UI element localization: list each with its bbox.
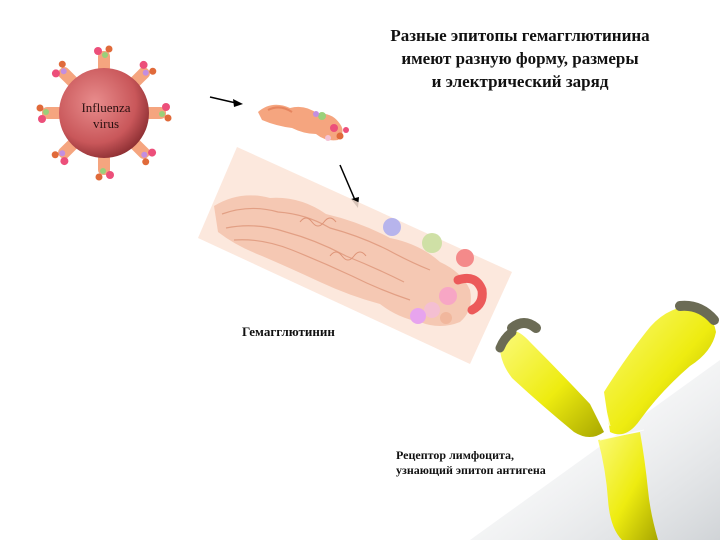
hemagglutinin-small xyxy=(258,104,349,141)
lymphocyte-receptor xyxy=(495,300,719,540)
hemagglutinin-detail xyxy=(198,147,512,364)
receptor-label-line: Рецептор лимфоцита, xyxy=(396,448,515,462)
slide-title: Разные эпитопы гемагглютинина имеют разн… xyxy=(340,24,700,93)
receptor-label-line: узнающий эпитоп антигена xyxy=(396,463,546,477)
hemagglutinin-label: Гемагглютинин xyxy=(242,324,335,339)
title-line: Разные эпитопы гемагглютинина xyxy=(390,26,650,45)
arrow-virus-to-protein xyxy=(209,96,243,107)
title-line: и электрический заряд xyxy=(431,72,609,91)
virus-particle xyxy=(59,68,149,158)
title-line: имеют разную форму, размеры xyxy=(401,49,639,68)
receptor-label: Рецептор лимфоцита, узнающий эпитоп анти… xyxy=(396,448,546,478)
virus-label: Influenza virus xyxy=(60,100,152,132)
background-shade xyxy=(470,360,720,540)
virus-label-line: virus xyxy=(93,116,119,131)
virus-label-line: Influenza xyxy=(81,100,131,115)
